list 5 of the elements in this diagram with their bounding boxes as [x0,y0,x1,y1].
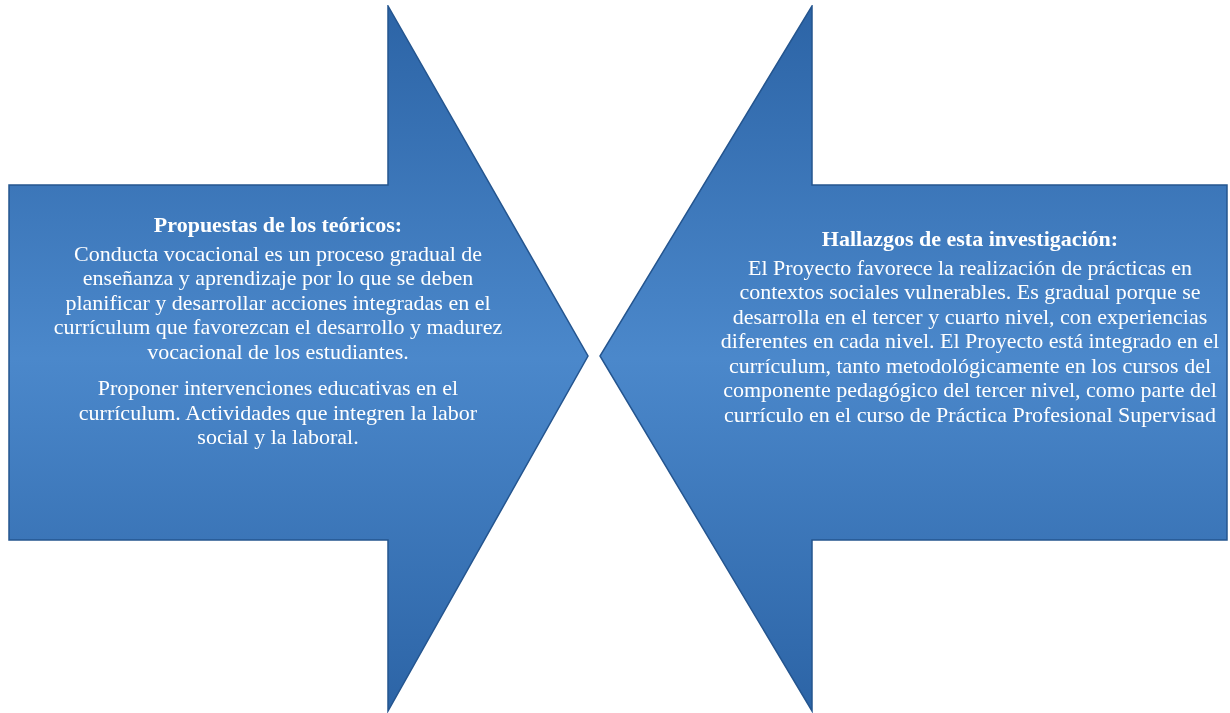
paragraph: Proponer intervenciones educativas en el currículum. Actividades que integren la labor social y la laboral. [77,376,479,450]
paragraph: Conducta vocacional es un proceso gradual de enseñanza y aprendizaje por lo que se deben planificar y desarrollar acciones integradas en el currículum que favorezcan el desarrollo y madurez vocacional de los estudiantes. [53,241,503,364]
heading: Hallazgos de esta investigación: [820,227,1120,252]
paragraph: El Proyecto favorece la realización de prácticas en contextos sociales vulnerables. Es gradual porque se desarrolla en el tercer y cuarto nivel, con experiencias diferentes en cada nivel. El Proyecto está integrado en el currículum, tanto metodológicamente en los cursos del componente pedagógico del tercer nivel, como parte del currículo en el curso de Práctica Profesional Supervisad [720,255,1220,427]
heading: Propuestas de los teóricos: [152,213,404,238]
